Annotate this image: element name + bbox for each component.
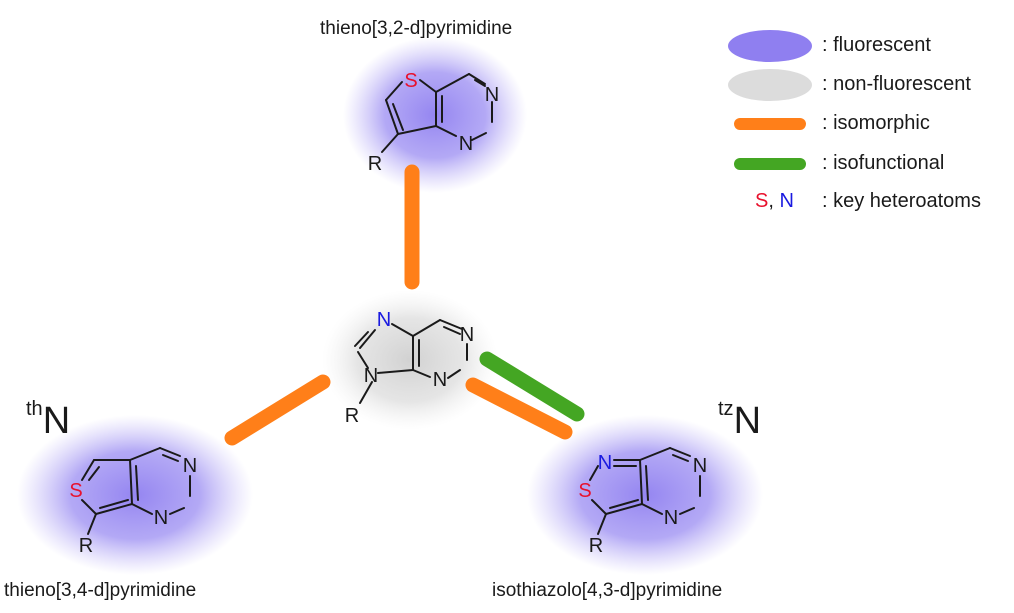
name-right-compound: isothiazolo[4,3-d]pyrimidine (492, 580, 723, 601)
atom-n9-center: N (364, 365, 378, 387)
atom-n-right-1: N (693, 455, 707, 477)
atom-n-left-2: N (154, 507, 168, 529)
legend-non-fluorescent: : non-fluorescent (822, 73, 971, 95)
atom-n-top-2: N (459, 133, 473, 155)
atom-n-right-2: N (664, 507, 678, 529)
atom-r-center: R (345, 405, 359, 427)
name-left-compound: thieno[3,4-d]pyrimidine (4, 580, 197, 601)
atom-r-left: R (79, 535, 93, 557)
atom-s-top: S (404, 70, 417, 92)
code-left-compound: thN (26, 398, 71, 443)
code-right-base: N (733, 400, 762, 442)
isofunctional-link-right (479, 351, 585, 422)
fluorescent-glow-right (527, 415, 763, 575)
code-right-sup: tz (718, 398, 734, 420)
legend-fluorescent: : fluorescent (822, 34, 931, 56)
molecule-right (589, 447, 701, 535)
atom-n-left-1: N (183, 455, 197, 477)
legend-key-heteroatoms-symbols: S, N (755, 190, 794, 213)
legend-isomorphic: : isomorphic (822, 112, 930, 134)
name-top-compound: thieno[3,2-d]pyrimidine (320, 18, 513, 39)
legend-swatch-fluorescent (728, 30, 812, 62)
code-right-compound: tzN (718, 398, 762, 443)
code-left-sup: th (26, 398, 43, 420)
isomorphic-link-left (224, 374, 331, 446)
legend-key-n: N (779, 190, 794, 212)
atom-n3-center: N (433, 369, 447, 391)
atom-s-left: S (69, 480, 82, 502)
molecule-left (81, 447, 191, 535)
atom-n-top-1: N (485, 84, 499, 106)
legend-swatch-non-fluorescent (728, 69, 812, 101)
legend-key-heteroatoms: : key heteroatoms (822, 190, 981, 212)
legend-key-s: S (755, 190, 769, 212)
atom-r-top: R (368, 153, 382, 175)
molecule-top (381, 73, 493, 153)
molecule-center (354, 319, 468, 404)
legend-isofunctional: : isofunctional (822, 152, 945, 174)
atom-n1-center: N (460, 324, 474, 346)
atom-r-right: R (589, 535, 603, 557)
atom-n7-center: N (377, 309, 391, 331)
isomorphic-link-right (465, 377, 573, 440)
code-left-base: N (42, 400, 71, 442)
atom-s-right: S (578, 480, 591, 502)
fluorescent-glow-left (17, 415, 253, 575)
atom-n-iso-right: N (598, 452, 612, 474)
legend-key-comma: , (768, 190, 774, 212)
